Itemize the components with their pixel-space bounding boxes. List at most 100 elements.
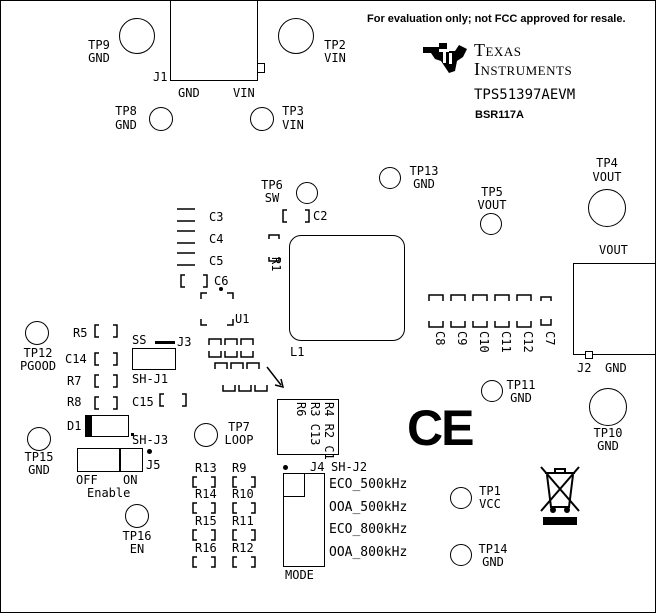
tp9-ref: TP9	[88, 38, 110, 52]
label-r11: R11	[232, 514, 254, 528]
tp9-pad	[119, 18, 155, 54]
board-rev: BSR117A	[475, 109, 524, 121]
connector-j1-tab	[257, 63, 265, 73]
label-sh-j2: SH-J2	[331, 460, 368, 474]
tp8-pad	[149, 107, 173, 131]
output-caps-icon	[428, 294, 532, 328]
c7-footprint-icon	[540, 296, 552, 326]
mode-resistors-icon	[192, 476, 256, 568]
tp15-pad	[27, 427, 51, 451]
tp12-pad	[25, 321, 49, 345]
c15-footprint-icon	[159, 393, 187, 407]
tp2-ref: TP2	[324, 38, 346, 52]
jumper-j5[interactable]	[77, 448, 143, 472]
label-r14: R14	[195, 487, 217, 501]
tp11-net: GND	[510, 391, 532, 405]
left-passives-icon	[94, 324, 118, 410]
tp8-ref: TP8	[115, 104, 137, 118]
weee-bin-icon	[540, 466, 580, 525]
label-c14: C14	[65, 352, 87, 366]
mode-option-1: ECO_500kHz	[329, 477, 408, 492]
label-r15: R15	[195, 514, 217, 528]
label-r16: R16	[195, 541, 217, 555]
brand-line2: Instruments	[474, 59, 573, 79]
label-l1: L1	[290, 345, 305, 359]
pin1-dot-u1	[219, 287, 223, 291]
tp7-net: LOOP	[224, 433, 254, 447]
label-j1-vin: VIN	[233, 86, 255, 100]
tp1-ref: TP1	[479, 484, 501, 498]
label-d1: D1	[67, 419, 82, 433]
tp2-pad	[278, 18, 314, 54]
label-c3: C3	[209, 210, 224, 224]
ce-mark: CE	[407, 400, 474, 456]
label-c15: C15	[132, 395, 154, 409]
tp7-pad	[194, 423, 218, 447]
tp11-ref: TP11	[506, 378, 536, 392]
label-r12: R12	[232, 541, 254, 555]
label-u1: U1	[235, 312, 250, 326]
tp14-pad	[450, 544, 472, 566]
tp8-net: GND	[115, 118, 137, 132]
jumper-j4-shunt[interactable]	[283, 473, 305, 497]
connector-j2-tab	[585, 351, 593, 359]
r1-footprint-icon	[268, 234, 280, 262]
tp5-net: VOUT	[477, 198, 507, 212]
board-id: TPS51397AEVM	[474, 87, 576, 103]
passive-block	[277, 399, 339, 455]
label-j2: J2	[577, 361, 592, 375]
tp6-net: SW	[264, 191, 280, 205]
disclaimer-text: For evaluation only; not FCC approved fo…	[367, 13, 626, 25]
inductor-l1	[289, 235, 405, 341]
tp12-ref: TP12	[23, 346, 53, 360]
label-j5-on: ON	[123, 473, 138, 487]
connector-j1	[170, 1, 258, 81]
label-block-row3: R6	[294, 402, 308, 417]
label-j3-ss: SS	[132, 333, 147, 347]
tp14-net: GND	[482, 555, 504, 569]
d1-mark	[131, 433, 134, 436]
tp3-pad	[250, 107, 274, 131]
tp3-net: VIN	[282, 118, 304, 132]
tp6-pad	[296, 182, 318, 204]
label-c10: C10	[477, 331, 491, 353]
tp1-pad	[450, 487, 472, 509]
label-j4: J4	[310, 460, 325, 474]
label-j3: J3	[177, 335, 192, 349]
label-r1: R1	[269, 257, 283, 272]
mode-option-2: OOA_500kHz	[329, 500, 408, 515]
tp5-pad	[480, 213, 502, 235]
label-sh-j1: SH-J1	[132, 372, 169, 386]
label-block-row1: R4 R2 C1	[322, 402, 336, 460]
label-r5: R5	[73, 326, 88, 340]
tp13-pad	[379, 167, 401, 189]
label-c6: C6	[214, 274, 229, 288]
u1-passives-icon	[208, 338, 285, 392]
label-r9: R9	[232, 461, 247, 475]
label-enable: Enable	[87, 486, 131, 500]
tp10-ref: TP10	[593, 426, 623, 440]
label-c7: C7	[543, 331, 557, 346]
ti-logo-icon	[423, 43, 467, 73]
label-sh-j3: SH-J3	[132, 433, 169, 447]
j3-bar	[155, 341, 175, 344]
label-mode: MODE	[285, 568, 314, 582]
tp16-ref: TP16	[122, 529, 152, 543]
tp4-ref: TP4	[596, 156, 618, 170]
tp4-net: VOUT	[592, 170, 622, 184]
brand-line1: Texas	[474, 40, 522, 60]
jumper-j3[interactable]	[132, 348, 176, 370]
tp3-ref: TP3	[282, 104, 304, 118]
tp4-pad	[588, 189, 626, 227]
label-c2: C2	[313, 209, 328, 223]
j5-pin1-dot	[147, 449, 152, 454]
label-r10: R10	[232, 487, 254, 501]
label-r13: R13	[195, 461, 217, 475]
tp10-net: GND	[597, 439, 619, 453]
tp13-ref: TP13	[409, 164, 439, 178]
tp11-pad	[481, 380, 503, 402]
connector-j2	[573, 263, 655, 355]
tp7-ref: TP7	[228, 420, 250, 434]
tp13-net: GND	[413, 177, 435, 191]
